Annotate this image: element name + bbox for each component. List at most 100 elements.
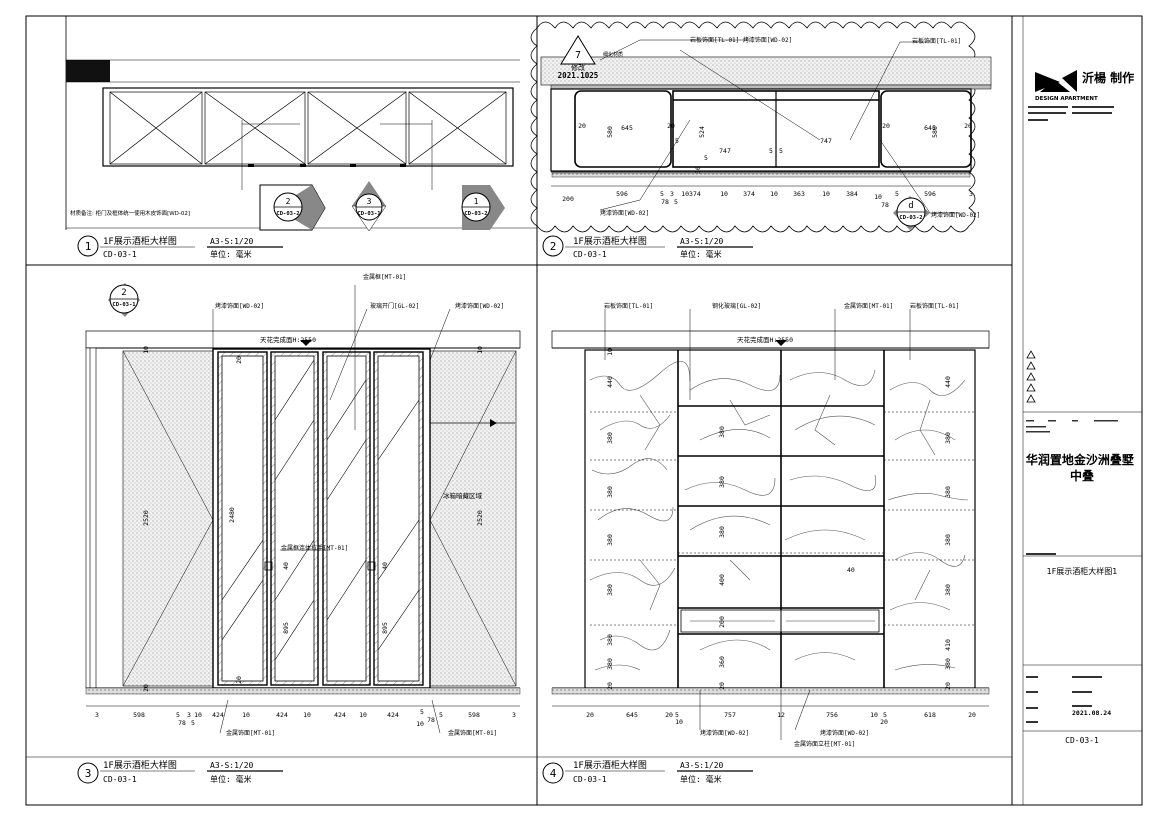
svg-text:10: 10: [242, 711, 250, 719]
svg-text:5: 5: [895, 190, 899, 198]
v4-label-rock-left: 岩板饰面[TL-01]: [604, 302, 653, 310]
v4-ceiling-label: 天花完成面H:2550: [737, 335, 793, 344]
svg-text:单位: 毫米: 单位: 毫米: [680, 249, 722, 259]
svg-text:7: 7: [575, 50, 581, 61]
v4-dim-left-6: 380: [606, 634, 614, 646]
svg-text:598: 598: [468, 711, 480, 719]
svg-text:20: 20: [586, 711, 594, 719]
svg-text:20: 20: [235, 356, 243, 364]
svg-text:10: 10: [142, 346, 150, 354]
svg-text:修改: 修改: [571, 63, 585, 72]
svg-text:3: 3: [512, 711, 516, 719]
v4-dim-left-1: 440: [606, 376, 614, 388]
v2-revision-tag: 7 修改 2021.1025 细化材质: [558, 35, 623, 80]
svg-text:10: 10: [359, 711, 367, 719]
v1-black-band: [66, 60, 110, 82]
svg-text:200: 200: [562, 195, 574, 203]
v4-dim-right-6: 380: [944, 658, 952, 670]
svg-text:CD-03-1: CD-03-1: [112, 302, 136, 308]
v4-dim-mid-2: 380: [718, 526, 726, 538]
svg-text:524: 524: [698, 126, 706, 138]
svg-text:20: 20: [665, 711, 673, 719]
svg-text:20: 20: [235, 676, 243, 684]
svg-text:5: 5: [675, 711, 679, 719]
v1-marker-3-code: CD-03-2: [464, 211, 487, 217]
v3-label-lacquer-left: 烤漆饰面[WD-02]: [215, 302, 264, 310]
v4-label-metal: 金属饰面[MT-01]: [844, 302, 893, 310]
v2-section-marker[interactable]: d CD-03-2: [893, 196, 930, 230]
svg-text:424: 424: [387, 711, 399, 719]
svg-text:30: 30: [694, 166, 702, 174]
logo-sub: DESIGN APARTMENT: [1035, 96, 1098, 102]
logo: 沂楊 制作 DESIGN APARTMENT: [1035, 70, 1134, 102]
view3-title: 3 1F展示酒柜大样图 CD-03-1 A3-S:1/20 单位: 毫米: [26, 756, 537, 784]
svg-text:10: 10: [770, 190, 778, 198]
v3-label-metal-right: 金属饰面[MT-01]: [448, 729, 497, 737]
svg-text:424: 424: [334, 711, 346, 719]
v4-dim-right-7: 20: [944, 682, 952, 690]
v1-marker-1-num: 2: [286, 197, 291, 206]
v3-label-glass-door: 玻璃开门[GL-02]: [370, 302, 419, 310]
v1-marker-3[interactable]: 1 CD-03-2: [461, 185, 505, 230]
svg-text:747: 747: [719, 147, 731, 155]
title-block: 沂楊 制作 DESIGN APARTMENT 华润置地金沙洲叠墅 中叠 1F展示…: [1023, 70, 1142, 745]
svg-text:645: 645: [924, 124, 936, 132]
svg-text:756: 756: [826, 711, 838, 719]
svg-text:645: 645: [621, 124, 633, 132]
svg-text:78: 78: [427, 716, 435, 724]
svg-text:10: 10: [822, 190, 830, 198]
svg-text:618: 618: [924, 711, 936, 719]
v1-marker-2[interactable]: 3 CD-03-1: [351, 181, 387, 232]
svg-text:645: 645: [626, 711, 638, 719]
svg-text:5: 5: [420, 708, 424, 716]
v1-marker-1-code: CD-03-2: [276, 211, 299, 217]
v4-dim-mid-5: 360: [718, 656, 726, 668]
sheet-border: [25, 15, 1143, 806]
v4-dim-mid-0: 380: [718, 426, 726, 438]
svg-text:598: 598: [133, 711, 145, 719]
svg-text:424: 424: [212, 711, 224, 719]
svg-text:20: 20: [667, 122, 675, 130]
svg-text:单位: 毫米: 单位: 毫米: [210, 249, 252, 259]
svg-text:40: 40: [381, 562, 389, 570]
v4-dim-right-3: 380: [944, 534, 952, 546]
svg-text:CD-03-2: CD-03-2: [899, 215, 922, 221]
svg-text:5: 5: [439, 711, 443, 719]
svg-text:5: 5: [779, 147, 783, 155]
v3-section-marker[interactable]: 2 CD-03-1: [108, 283, 140, 317]
svg-text:5: 5: [675, 137, 679, 145]
svg-text:78: 78: [881, 201, 889, 209]
svg-text:20: 20: [578, 122, 586, 130]
v4-dim-mid-6: 20: [718, 682, 726, 690]
v4-dim-right-0: 440: [944, 376, 952, 388]
view4-title: 4 1F展示酒柜大样图 CD-03-1 A3-S:1/20 单位: 毫米: [537, 756, 1012, 784]
svg-text:4: 4: [550, 767, 557, 780]
svg-text:1F展示酒柜大样图: 1F展示酒柜大样图: [573, 759, 647, 771]
svg-text:单位: 毫米: 单位: 毫米: [680, 774, 722, 784]
svg-text:596: 596: [616, 190, 628, 198]
logo-text: 沂楊 制作: [1082, 70, 1134, 85]
svg-text:d: d: [908, 201, 913, 211]
v4-dim-left-8: 20: [606, 682, 614, 690]
v4-dim-right-5: 410: [944, 639, 952, 651]
svg-text:580: 580: [606, 126, 614, 138]
v2-label-bottom-left: 烤漆饰面[WD-02]: [600, 209, 649, 217]
svg-text:20: 20: [964, 122, 972, 130]
svg-text:20: 20: [142, 684, 150, 692]
v2-label-top1: 岩板饰面[TL-01] 烤漆饰面[WD-02]: [690, 36, 792, 44]
svg-text:10: 10: [194, 711, 202, 719]
svg-text:CD-03-1: CD-03-1: [103, 775, 137, 784]
v4-label-lacquer1: 烤漆饰面[WD-02]: [700, 729, 749, 737]
v1-marker-1[interactable]: 2 CD-03-2: [259, 184, 326, 231]
v4-dim-left-2: 380: [606, 432, 614, 444]
svg-text:2520: 2520: [142, 510, 150, 526]
svg-text:374: 374: [743, 190, 755, 198]
svg-text:10: 10: [476, 346, 484, 354]
svg-text:细化材质: 细化材质: [603, 51, 623, 58]
view1-title: 1 1F展示酒柜大样图 CD-03-1 A3-S:1/20 单位: 毫米: [77, 235, 283, 259]
svg-text:40: 40: [282, 562, 290, 570]
svg-text:10: 10: [303, 711, 311, 719]
v2-label-top2: 岩板饰面[TL-01]: [912, 37, 961, 45]
svg-text:20: 20: [882, 122, 890, 130]
svg-text:20: 20: [880, 718, 888, 726]
